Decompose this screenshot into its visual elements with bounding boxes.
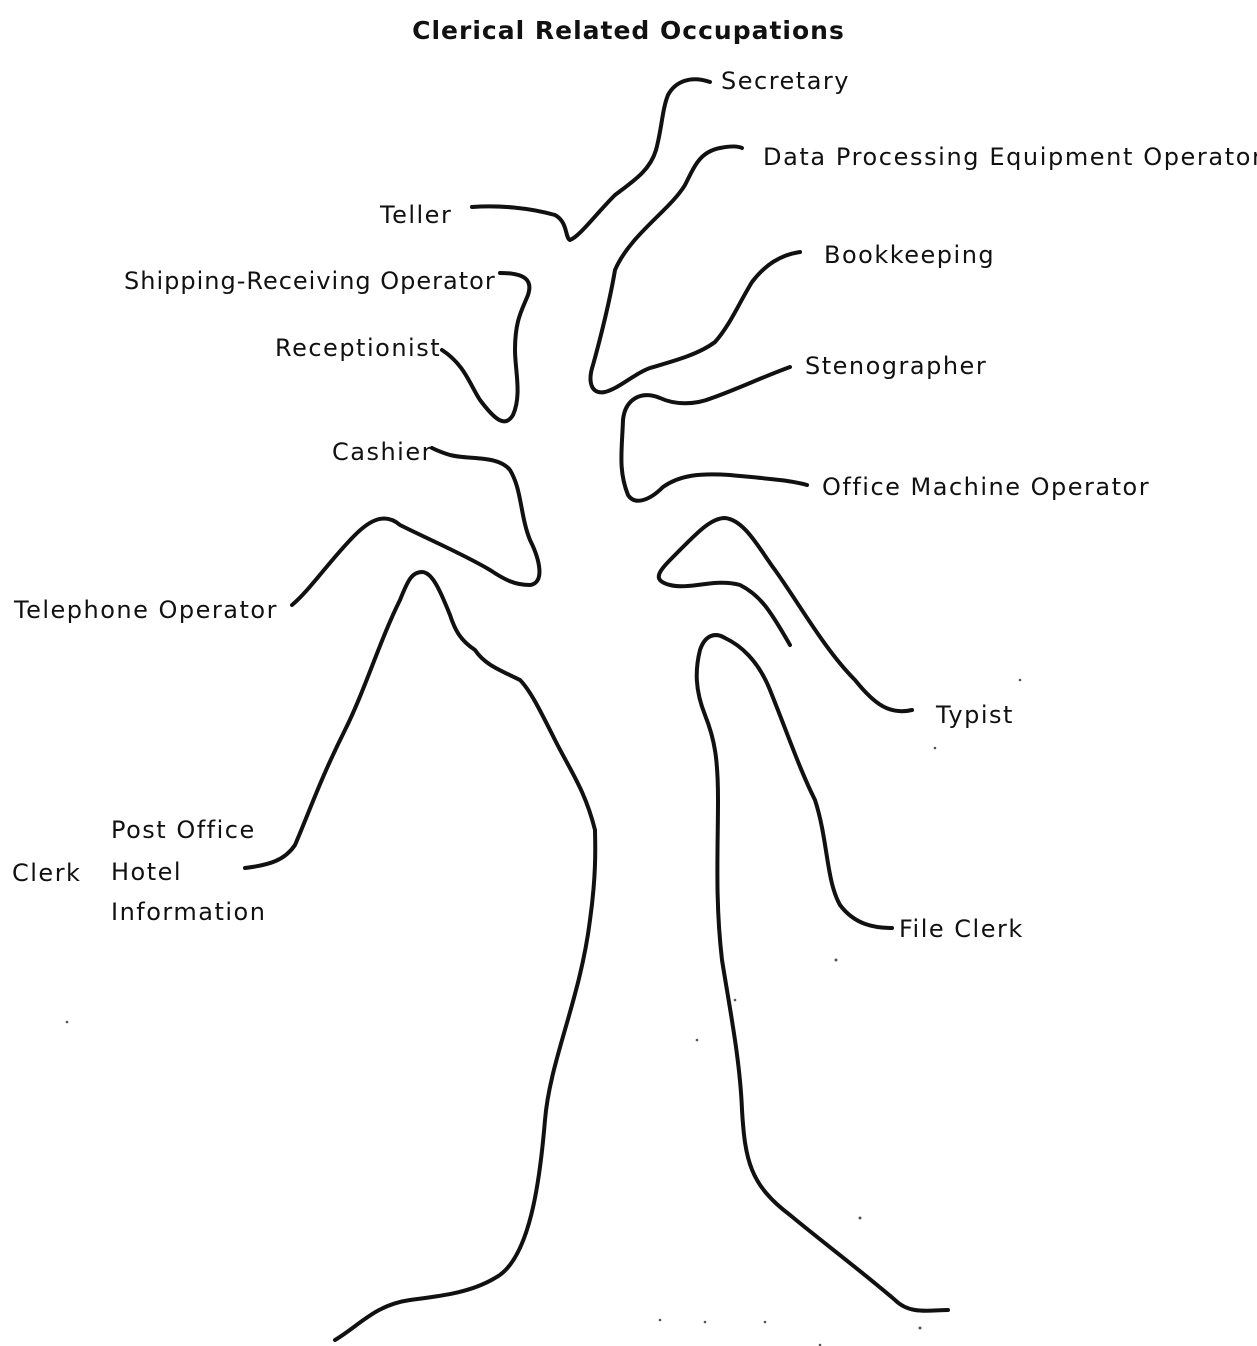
speck xyxy=(704,1321,707,1324)
stenographer-branch xyxy=(621,367,807,501)
speck xyxy=(934,747,937,750)
speck xyxy=(764,1321,767,1324)
label-information: Information xyxy=(111,900,266,924)
label-clerk: Clerk xyxy=(12,861,81,885)
label-secretary: Secretary xyxy=(721,69,850,93)
label-data-processing: Data Processing Equipment Operator xyxy=(763,145,1257,169)
label-office-machine: Office Machine Operator xyxy=(822,475,1150,499)
trunk-right-outline xyxy=(697,635,948,1311)
label-post-office: Post Office xyxy=(111,818,256,842)
speck xyxy=(659,1319,662,1322)
speck xyxy=(835,959,838,962)
label-receptionist: Receptionist xyxy=(275,336,441,360)
speck xyxy=(734,999,737,1002)
cashier-branch xyxy=(292,448,539,605)
label-shipping-receiving: Shipping-Receiving Operator xyxy=(124,269,496,293)
trunk-left-outline xyxy=(245,572,595,1340)
speck xyxy=(696,1039,699,1042)
bookkeeping-branch xyxy=(591,147,800,393)
label-stenographer: Stenographer xyxy=(805,354,987,378)
label-bookkeeping: Bookkeeping xyxy=(824,243,995,267)
label-hotel: Hotel xyxy=(111,860,182,884)
speck xyxy=(1019,679,1022,682)
label-cashier: Cashier xyxy=(332,440,433,464)
label-telephone-operator: Telephone Operator xyxy=(14,598,278,622)
secretary-branch xyxy=(472,79,710,240)
label-typist: Typist xyxy=(936,703,1014,727)
speck xyxy=(919,1327,922,1330)
receptionist-branch xyxy=(442,273,529,421)
speck xyxy=(66,1021,69,1024)
label-file-clerk: File Clerk xyxy=(899,917,1024,941)
label-teller: Teller xyxy=(380,203,452,227)
speck xyxy=(859,1217,862,1220)
